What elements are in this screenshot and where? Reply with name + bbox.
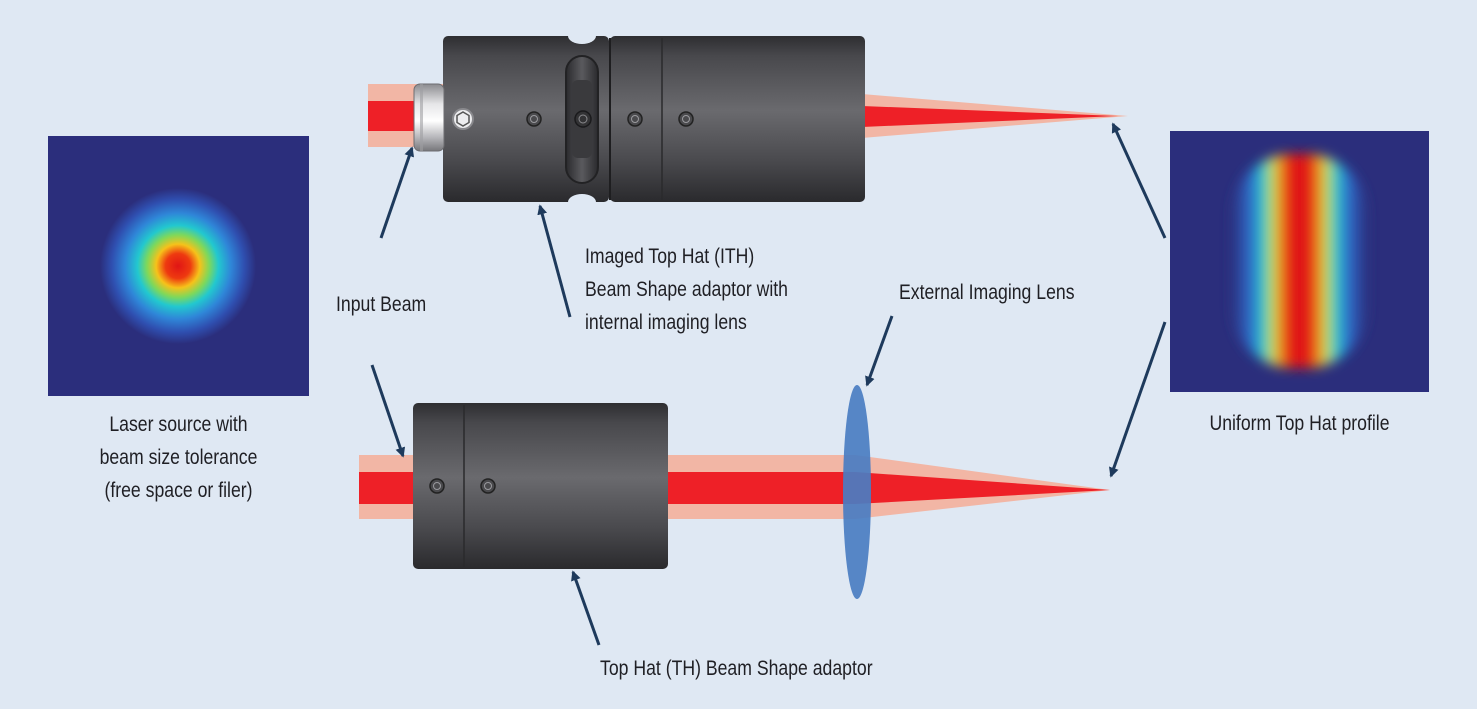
- ith-adaptor-label: Imaged Top Hat (ITH) Beam Shape adaptor …: [585, 245, 788, 334]
- ith-beam-shape-adaptor: [413, 36, 865, 202]
- external-imaging-lens: [843, 385, 871, 599]
- input-beam-label: Input Beam: [336, 293, 427, 316]
- external-lens-label: External Imaging Lens: [899, 281, 1075, 304]
- th-adaptor-label: Top Hat (TH) Beam Shape adaptor: [600, 657, 873, 680]
- arrow-ith-adaptor: [537, 204, 572, 318]
- arrow-bottom-focus: [1109, 321, 1167, 478]
- arrow-input-beam-top: [379, 146, 415, 239]
- pointer-arrows: [370, 122, 1167, 646]
- uniform-profile-label: Uniform Top Hat profile: [1209, 412, 1390, 435]
- th-beam-shape-adaptor: [413, 403, 668, 569]
- gaussian-beam-profile: [48, 136, 309, 396]
- arrow-th-adaptor: [571, 570, 601, 646]
- arrow-external-lens: [865, 315, 894, 387]
- arrow-input-beam-bottom: [370, 364, 406, 458]
- arrow-top-focus: [1111, 122, 1167, 239]
- laser-source-label: Laser source with beam size tolerance (f…: [99, 413, 258, 502]
- top-hat-beam-profile: [1170, 131, 1429, 392]
